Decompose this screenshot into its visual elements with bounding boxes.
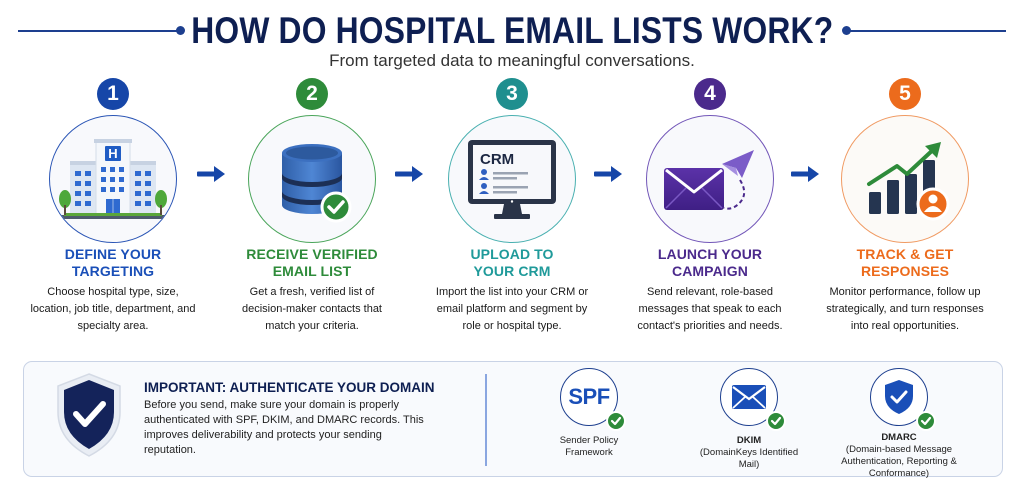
header: HOW DO HOSPITAL EMAIL LISTS WORK? From t… bbox=[0, 0, 1024, 80]
step-number-badge: 3 bbox=[496, 78, 528, 110]
title-decor-dot-left bbox=[176, 26, 185, 35]
step-number-badge: 4 bbox=[694, 78, 726, 110]
svg-text:H: H bbox=[108, 146, 117, 161]
check-icon bbox=[606, 411, 626, 431]
auth-method-dkim: DKIM (DomainKeys Identified Mail) bbox=[664, 368, 834, 471]
title-decor-dot-right bbox=[842, 26, 851, 35]
verified-database-icon bbox=[248, 115, 376, 243]
step-2-receive-verified-list: 2 RECEIVE VERIFIED EMAIL LIST Get a fres… bbox=[222, 78, 402, 353]
step-description: Send relevant, role-based messages that … bbox=[637, 286, 783, 332]
title-decor-line-left bbox=[18, 30, 180, 32]
auth-label: DMARC (Domain-based Message Authenticati… bbox=[841, 432, 957, 479]
dmarc-shield-icon bbox=[870, 368, 936, 431]
step-number-badge: 1 bbox=[97, 78, 129, 110]
spf-icon: SPF bbox=[560, 368, 626, 431]
step-5-track-responses: 5 TRACK & GET RESPONSES Monitor performa… bbox=[815, 78, 995, 353]
step-description: Import the list into your CRM or email p… bbox=[435, 286, 589, 332]
step-number-badge: 2 bbox=[296, 78, 328, 110]
shield-check-icon bbox=[54, 372, 124, 458]
svg-text:CRM: CRM bbox=[480, 151, 514, 168]
authentication-info-box: IMPORTANT: AUTHENTICATE YOUR DOMAIN Befo… bbox=[23, 361, 1003, 480]
arrow-right-icon bbox=[195, 164, 229, 184]
crm-monitor-icon: CRM bbox=[448, 115, 576, 243]
auth-method-dmarc: DMARC (Domain-based Message Authenticati… bbox=[814, 368, 984, 480]
step-description: Monitor performance, follow up strategic… bbox=[826, 286, 984, 332]
step-description: Choose hospital type, size, location, jo… bbox=[30, 286, 196, 332]
growth-chart-icon bbox=[841, 115, 969, 243]
step-1-define-targeting: 1 H bbox=[23, 78, 203, 353]
auth-method-spf: SPF Sender Policy Framework bbox=[504, 368, 674, 459]
step-title: RECEIVE VERIFIED EMAIL LIST bbox=[246, 246, 378, 279]
step-title: UPLOAD TO YOUR CRM bbox=[470, 246, 554, 279]
important-text: Before you send, make sure your domain i… bbox=[144, 399, 424, 456]
check-icon bbox=[766, 411, 786, 431]
title-decor-line-right bbox=[846, 30, 1006, 32]
page-title: HOW DO HOSPITAL EMAIL LISTS WORK? bbox=[190, 10, 834, 51]
step-description: Get a fresh, verified list of decision-m… bbox=[241, 286, 382, 332]
step-number-badge: 5 bbox=[889, 78, 921, 110]
step-title: DEFINE YOUR TARGETING bbox=[64, 246, 162, 279]
step-4-launch-campaign: 4 LAUNCH YOUR CAMPAIGN Send relevant, ro… bbox=[620, 78, 800, 353]
step-title: TRACK & GET RESPONSES bbox=[856, 246, 954, 279]
dkim-envelope-icon bbox=[720, 368, 786, 431]
email-send-icon bbox=[646, 115, 774, 243]
auth-label: Sender Policy Framework bbox=[559, 435, 619, 458]
page-subtitle: From targeted data to meaningful convers… bbox=[329, 51, 695, 70]
arrow-right-icon bbox=[789, 164, 823, 184]
important-title: IMPORTANT: AUTHENTICATE YOUR DOMAIN bbox=[144, 380, 435, 395]
arrow-right-icon bbox=[393, 164, 427, 184]
hospital-building-icon: H bbox=[49, 115, 177, 243]
arrow-right-icon bbox=[592, 164, 626, 184]
auth-label: DKIM (DomainKeys Identified Mail) bbox=[699, 435, 799, 470]
vertical-divider bbox=[485, 374, 487, 466]
check-icon bbox=[916, 411, 936, 431]
step-3-upload-crm: 3 CRM UPLOAD TO YOUR CRM Import the list… bbox=[422, 78, 602, 353]
step-title: LAUNCH YOUR CAMPAIGN bbox=[657, 246, 763, 279]
